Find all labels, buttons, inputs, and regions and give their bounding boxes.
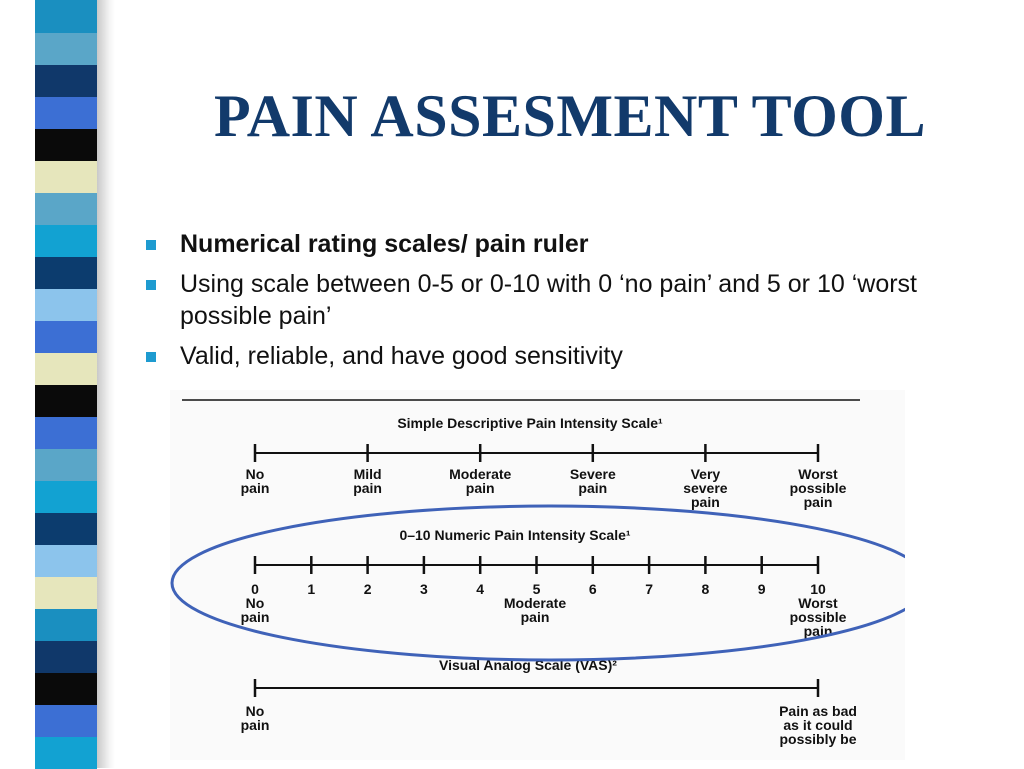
numeric-tick-label: 10 (810, 581, 826, 597)
numeric-label-left: pain (241, 609, 270, 625)
bullet-text: Valid, reliable, and have good sensitivi… (180, 342, 623, 370)
numeric-tick-label: 4 (476, 581, 484, 597)
strip-band (35, 640, 97, 673)
numeric-scale-title: 0–10 Numeric Pain Intensity Scale¹ (399, 527, 630, 543)
strip-band (35, 704, 97, 737)
strip-band (35, 512, 97, 545)
descriptive-label: pain (578, 480, 607, 496)
strip-shadow (97, 0, 115, 768)
descriptive-label: Severe (570, 466, 616, 482)
square-bullet-icon (146, 280, 156, 290)
strip-band (35, 160, 97, 193)
bullet-item: Valid, reliable, and have good sensitivi… (140, 340, 1000, 372)
descriptive-scale-title: Simple Descriptive Pain Intensity Scale¹ (397, 415, 663, 431)
numeric-tick-label: 0 (251, 581, 259, 597)
numeric-tick-label: 9 (758, 581, 766, 597)
square-bullet-icon (146, 352, 156, 362)
decorative-strip (0, 0, 130, 769)
strip-band (35, 736, 97, 769)
descriptive-label: possible (790, 480, 847, 496)
square-bullet-icon (146, 240, 156, 250)
slide-title: PAIN ASSESMENT TOOL (214, 83, 926, 149)
descriptive-label: Mild (354, 466, 382, 482)
strip-band (35, 128, 97, 161)
vas-label-right: as it could (783, 717, 852, 733)
numeric-label-middle: pain (521, 609, 550, 625)
strip-band (35, 576, 97, 609)
numeric-tick-label: 3 (420, 581, 428, 597)
bullet-list: Numerical rating scales/ pain ruler Usin… (140, 228, 1000, 380)
vas-label-left: pain (241, 717, 270, 733)
bullet-item: Using scale between 0-5 or 0-10 with 0 ‘… (140, 268, 1000, 332)
strip-band (35, 288, 97, 321)
strip-band (35, 608, 97, 641)
strip-band (35, 448, 97, 481)
numeric-tick-label: 8 (702, 581, 710, 597)
strip-band (35, 32, 97, 65)
numeric-label-right: possible (790, 609, 847, 625)
numeric-tick-label: 5 (533, 581, 541, 597)
strip-band (35, 224, 97, 257)
descriptive-label: severe (683, 480, 728, 496)
highlight-ellipse (170, 504, 905, 662)
numeric-tick-label: 7 (645, 581, 653, 597)
descriptive-label: pain (241, 480, 270, 496)
bullet-item: Numerical rating scales/ pain ruler (140, 228, 1000, 260)
numeric-label-left: No (246, 595, 265, 611)
descriptive-label: pain (804, 494, 833, 510)
strip-band (35, 96, 97, 129)
descriptive-label: Moderate (449, 466, 511, 482)
pain-scales-svg: Simple Descriptive Pain Intensity Scale¹… (170, 399, 905, 747)
strip-band (35, 416, 97, 449)
strip-band (35, 672, 97, 705)
strip-band (35, 320, 97, 353)
vas-label-right: Pain as bad (779, 703, 857, 719)
descriptive-label: No (246, 466, 265, 482)
strip-band (35, 0, 97, 33)
bullet-text: Numerical rating scales/ pain ruler (180, 230, 589, 258)
numeric-label-right: Worst (798, 595, 838, 611)
strip-band (35, 192, 97, 225)
descriptive-label: Worst (798, 466, 838, 482)
numeric-tick-label: 2 (364, 581, 372, 597)
numeric-tick-label: 6 (589, 581, 597, 597)
strip-band (35, 480, 97, 513)
strip-band (35, 256, 97, 289)
strip-band (35, 384, 97, 417)
numeric-label-middle: Moderate (504, 595, 566, 611)
descriptive-label: pain (353, 480, 382, 496)
strip-band (35, 64, 97, 97)
descriptive-label: Very (691, 466, 721, 482)
strip-band (35, 544, 97, 577)
descriptive-label: pain (691, 494, 720, 510)
strip-band (35, 352, 97, 385)
numeric-tick-label: 1 (307, 581, 315, 597)
vas-label-right: possibly be (779, 731, 856, 747)
vas-label-left: No (246, 703, 265, 719)
descriptive-label: pain (466, 480, 495, 496)
bullet-text: Using scale between 0-5 or 0-10 with 0 ‘… (180, 270, 917, 330)
pain-scales-figure: Simple Descriptive Pain Intensity Scale¹… (170, 390, 905, 760)
